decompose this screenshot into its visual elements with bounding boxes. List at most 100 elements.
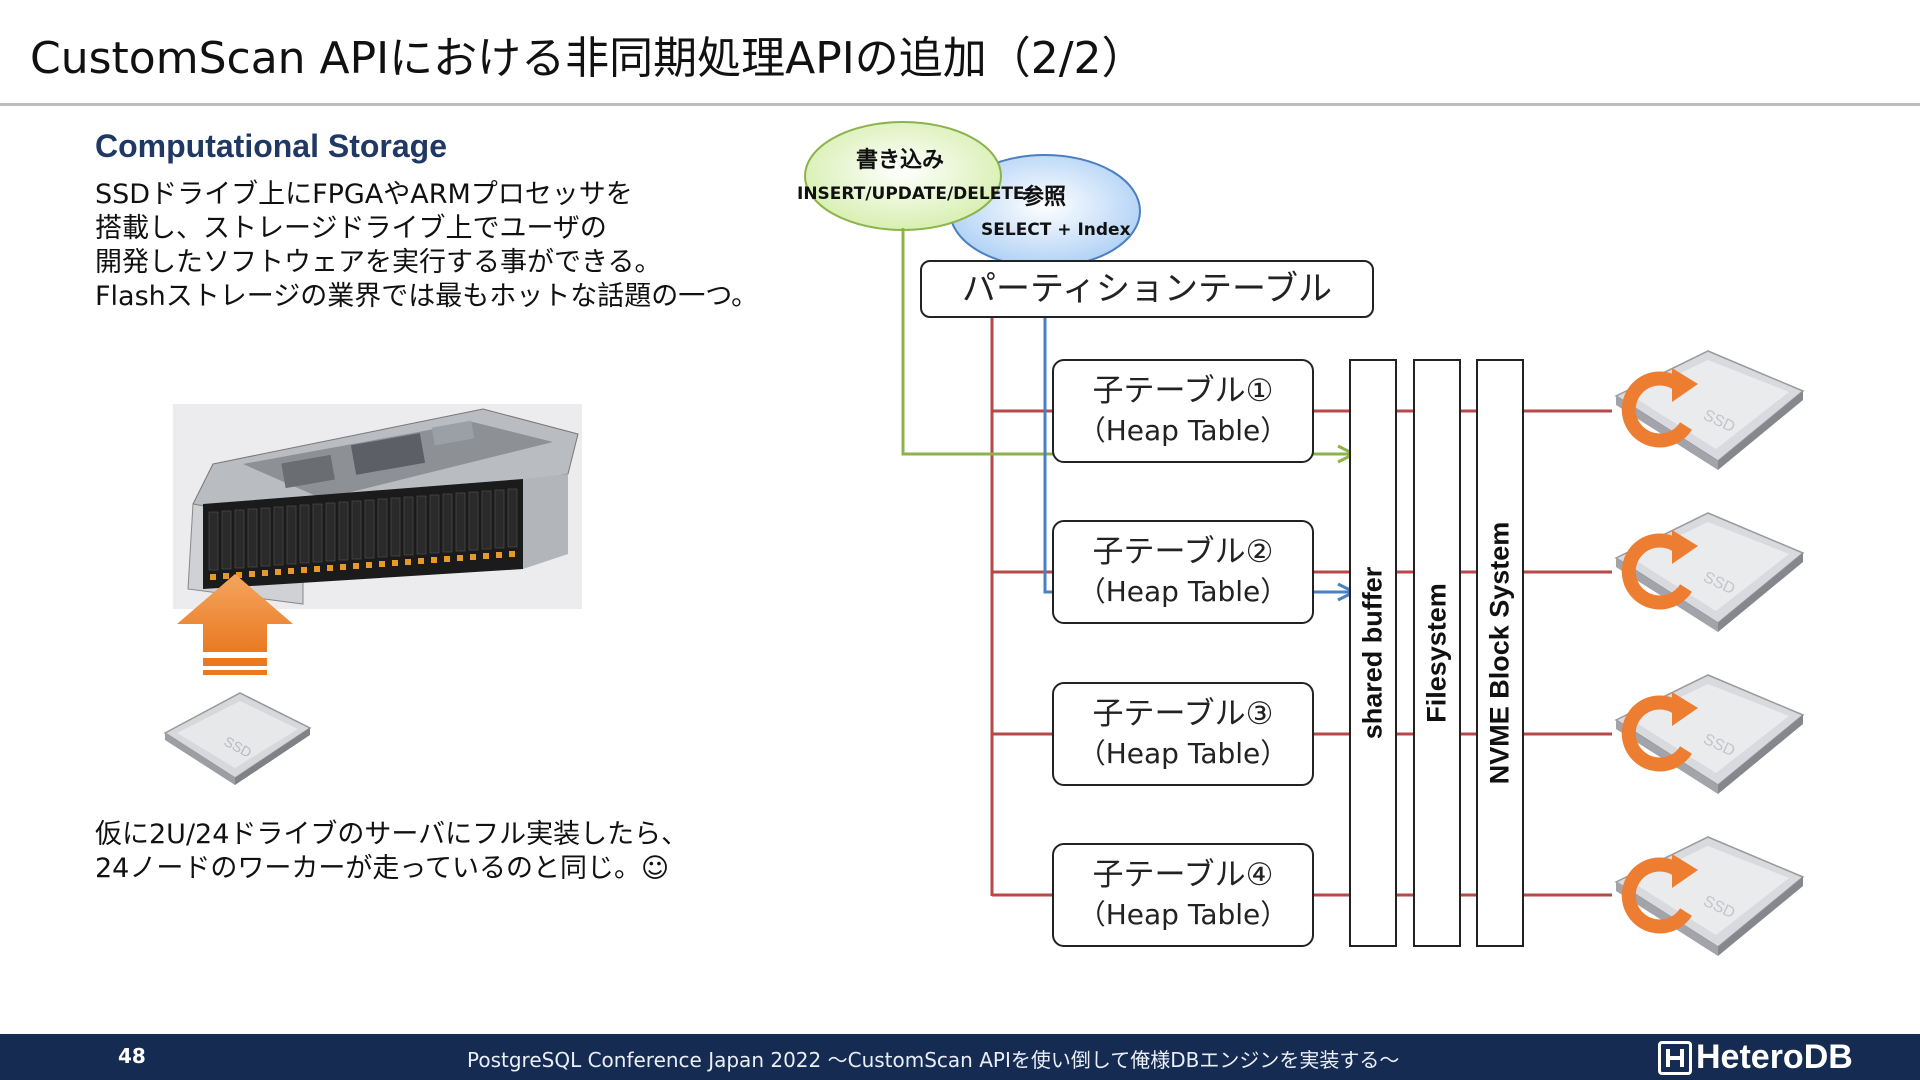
drive-bay xyxy=(312,503,323,563)
nvme-block-system-layer: NVME Block System xyxy=(1476,359,1524,947)
drive-bay-led xyxy=(288,568,294,574)
drive-bay xyxy=(208,511,219,571)
child-table-type: （Heap Table） xyxy=(1077,414,1289,447)
drive-bay xyxy=(273,506,284,566)
read-label: 参照 xyxy=(1022,185,1067,210)
write-label: 書き込み xyxy=(856,148,945,173)
drive-bay-led xyxy=(275,569,281,575)
process-arrow-icon xyxy=(1621,530,1698,610)
drive-bay xyxy=(299,504,310,564)
drive-bay xyxy=(234,509,245,569)
child-table-2: 子テーブル② （Heap Table） xyxy=(1052,520,1314,624)
drive-bay xyxy=(221,510,232,570)
drive-bay xyxy=(403,496,414,556)
process-arrow-icon xyxy=(1621,692,1698,772)
child-table-name: 子テーブル② xyxy=(1092,534,1274,570)
drive-bay-led xyxy=(379,561,385,567)
drive-bay-led xyxy=(327,565,333,571)
layer-label: shared buffer xyxy=(1357,566,1388,740)
description-line: Flashストレージの業界では最もホットな話題の一つ。 xyxy=(95,281,759,312)
shared-buffer-layer: shared buffer xyxy=(1349,359,1397,947)
drive-bay xyxy=(377,498,388,558)
drive-bay-led xyxy=(457,555,463,561)
drive-bay-led xyxy=(431,557,437,563)
slide-footer: 48 PostgreSQL Conference Japan 2022 ～Cus… xyxy=(0,1034,1920,1080)
drive-bay-led xyxy=(236,572,242,578)
write-ellipse xyxy=(804,121,1002,231)
computational-ssd-icon: SSD xyxy=(1614,674,1805,794)
process-arrow-icon xyxy=(1621,368,1698,448)
drive-bay-led xyxy=(210,574,216,580)
layer-label: Filesystem xyxy=(1421,583,1452,723)
note-paragraph: 仮に2U/24ドライブのサーバにフル実装したら、 24ノードのワーカーが走ってい… xyxy=(95,818,688,886)
drive-bay-led xyxy=(301,567,307,573)
upload-arrow-icon xyxy=(177,574,293,675)
drive-bay xyxy=(325,502,336,562)
drive-bay xyxy=(351,500,362,560)
note-line: 24ノードのワーカーが走っているのと同じ。☺ xyxy=(95,853,670,884)
ssd-drive-icon: SSD xyxy=(163,692,312,785)
description-line: SSDドライブ上にFPGAやARMプロセッサを xyxy=(95,179,633,210)
drive-bay-led xyxy=(223,573,229,579)
note-line: 仮に2U/24ドライブのサーバにフル実装したら、 xyxy=(95,819,689,850)
drive-bay xyxy=(468,491,479,551)
drive-bay-led xyxy=(470,554,476,560)
drive-bay xyxy=(260,507,271,567)
drive-bay-led xyxy=(444,556,450,562)
drive-bay xyxy=(416,495,427,555)
partition-table-box: パーティションテーブル xyxy=(920,260,1374,318)
child-table-type: （Heap Table） xyxy=(1077,898,1289,931)
drive-bay xyxy=(338,501,349,561)
child-table-type: （Heap Table） xyxy=(1077,737,1289,770)
drive-bay-led xyxy=(262,570,268,576)
drive-bay xyxy=(247,508,258,568)
drive-bay-led xyxy=(509,551,515,557)
drive-bay xyxy=(442,493,453,553)
logo-text: HeteroDB xyxy=(1696,1038,1853,1076)
drive-bay-led xyxy=(405,559,411,565)
description-line: 開発したソフトウェアを実行する事ができる。 xyxy=(95,247,662,278)
computational-ssd-icon: SSD xyxy=(1614,512,1805,632)
description-paragraph: SSDドライブ上にFPGAやARMプロセッサを 搭載し、ストレージドライブ上でユ… xyxy=(95,178,815,314)
write-operations-label: INSERT/UPDATE/DELETE xyxy=(797,184,1025,204)
drive-bay-led xyxy=(340,564,346,570)
drive-bay xyxy=(364,499,375,559)
drive-bay-led xyxy=(496,552,502,558)
description-line: 搭載し、ストレージドライブ上でユーザの xyxy=(95,213,607,244)
drive-bay-led xyxy=(366,562,372,568)
drive-bay xyxy=(481,490,492,550)
drive-bay-led xyxy=(418,558,424,564)
section-heading: Computational Storage xyxy=(95,128,448,164)
child-table-1: 子テーブル① （Heap Table） xyxy=(1052,359,1314,463)
process-arrow-icon xyxy=(1621,854,1698,934)
drive-bay-led xyxy=(249,571,255,577)
title-divider xyxy=(0,103,1920,106)
child-table-name: 子テーブル④ xyxy=(1092,857,1274,893)
architecture-diagram xyxy=(804,121,1612,897)
drive-bay xyxy=(286,505,297,565)
child-table-name: 子テーブル③ xyxy=(1092,696,1274,732)
drive-bay xyxy=(507,488,518,548)
drive-bay-led xyxy=(392,560,398,566)
drive-bay-led xyxy=(314,566,320,572)
drive-bay xyxy=(390,497,401,557)
child-table-type: （Heap Table） xyxy=(1077,575,1289,608)
drive-bay xyxy=(455,492,466,552)
heterodb-logo: HeteroDB xyxy=(1658,1038,1853,1077)
computational-ssd-icon: SSD xyxy=(1614,836,1805,956)
child-table-name: 子テーブル① xyxy=(1092,373,1274,409)
footer-conference-text: PostgreSQL Conference Japan 2022 ～Custom… xyxy=(467,1048,1400,1072)
slide-title: CustomScan APIにおける非同期処理APIの追加（2/2） xyxy=(30,33,1146,84)
drive-bay xyxy=(494,489,505,549)
computational-ssd-icon: SSD xyxy=(1614,350,1805,470)
layer-label: NVME Block System xyxy=(1484,521,1515,785)
drive-bay-led xyxy=(483,553,489,559)
rack-server-image xyxy=(173,404,582,609)
drive-bay xyxy=(429,494,440,554)
child-table-3: 子テーブル③ （Heap Table） xyxy=(1052,682,1314,786)
filesystem-layer: Filesystem xyxy=(1413,359,1461,947)
read-operations-label: SELECT + Index xyxy=(981,220,1131,240)
child-table-4: 子テーブル④ （Heap Table） xyxy=(1052,843,1314,947)
heterodb-logo-icon xyxy=(1658,1040,1692,1075)
page-number: 48 xyxy=(118,1044,146,1068)
